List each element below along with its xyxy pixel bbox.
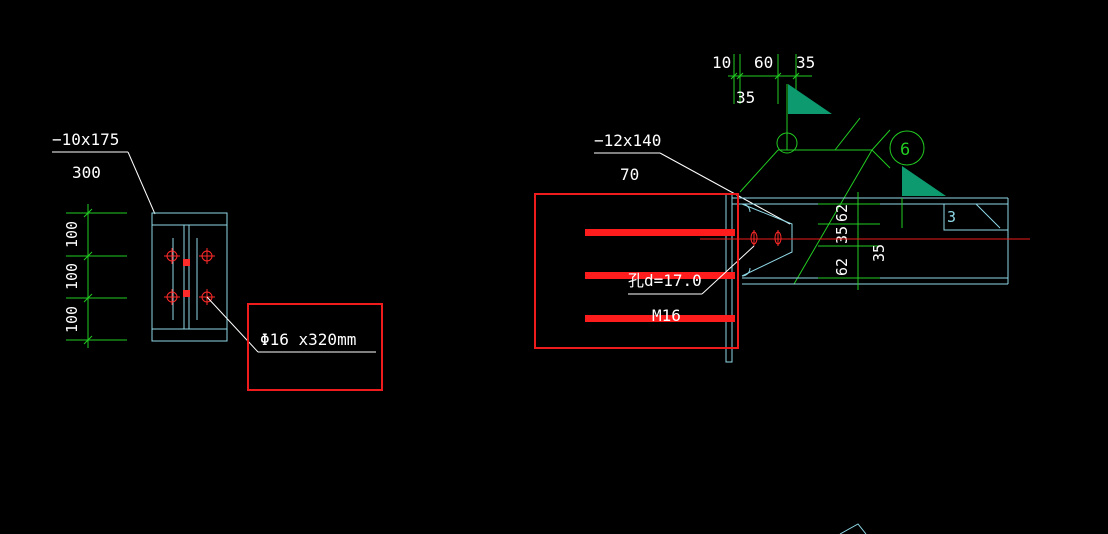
left-embed-plate bbox=[151, 212, 228, 342]
bolt-hole-icons bbox=[750, 230, 782, 246]
bolt-text: M16 bbox=[652, 306, 681, 325]
anchor-bolt-icon bbox=[199, 248, 215, 264]
right-top-dim-3: 35 bbox=[796, 53, 815, 72]
weld-flag-icon bbox=[902, 166, 946, 196]
hole-leader bbox=[628, 245, 755, 295]
left-plate-length: 300 bbox=[72, 163, 101, 182]
left-dimension-chain bbox=[66, 204, 127, 348]
right-detail: 10 60 35 35 6 −12x140 70 bbox=[534, 53, 1030, 363]
left-anchor-bolts bbox=[164, 248, 215, 305]
left-detail: −10x175 300 100 100 100 bbox=[52, 130, 383, 391]
weld-mark: 3 bbox=[947, 208, 956, 226]
left-dim-1: 100 bbox=[63, 221, 81, 248]
weld-size-circle bbox=[889, 130, 925, 166]
hole-text: 孔d=17.0 bbox=[628, 271, 702, 290]
left-dim-2: 100 bbox=[63, 263, 81, 290]
weld-symbol bbox=[739, 84, 891, 285]
cursor-icon bbox=[839, 523, 867, 534]
right-top-dim-1: 10 bbox=[712, 53, 731, 72]
anchor-bar bbox=[585, 229, 735, 236]
right-top-dim-2: 60 bbox=[754, 53, 773, 72]
right-plate-label: −12x140 bbox=[594, 131, 661, 150]
right-side-dim-3: 62 bbox=[833, 258, 851, 276]
anchor-bar bbox=[585, 272, 735, 279]
anchor-bolt-icon bbox=[164, 289, 180, 305]
right-plate-leader bbox=[594, 152, 791, 225]
right-plate-length: 70 bbox=[620, 165, 639, 184]
left-plate-leader bbox=[52, 151, 156, 215]
left-dim-3: 100 bbox=[63, 306, 81, 333]
weld-flag-icon bbox=[788, 84, 832, 114]
anchor-marker bbox=[183, 290, 190, 297]
anchor-marker bbox=[183, 259, 190, 266]
right-highlight-box[interactable] bbox=[534, 193, 739, 349]
anchor-bar bbox=[585, 315, 735, 322]
right-side-dim-2: 62 bbox=[833, 204, 851, 222]
right-top-dim-lower: 35 bbox=[736, 88, 755, 107]
left-plate-label: −10x175 bbox=[52, 130, 119, 149]
weld-size-text: 6 bbox=[900, 140, 910, 160]
left-highlight-box[interactable] bbox=[247, 303, 383, 391]
right-top-dimensions bbox=[728, 54, 812, 104]
anchor-bolt-icon bbox=[164, 248, 180, 264]
right-side-dim-1: 35 bbox=[833, 226, 851, 244]
right-side-dim-4: 35 bbox=[870, 244, 888, 262]
anchor-callout-text: Φ16 x320mm bbox=[260, 330, 356, 349]
right-side-dimensions bbox=[818, 192, 903, 290]
anchor-callout-leader bbox=[206, 296, 376, 353]
